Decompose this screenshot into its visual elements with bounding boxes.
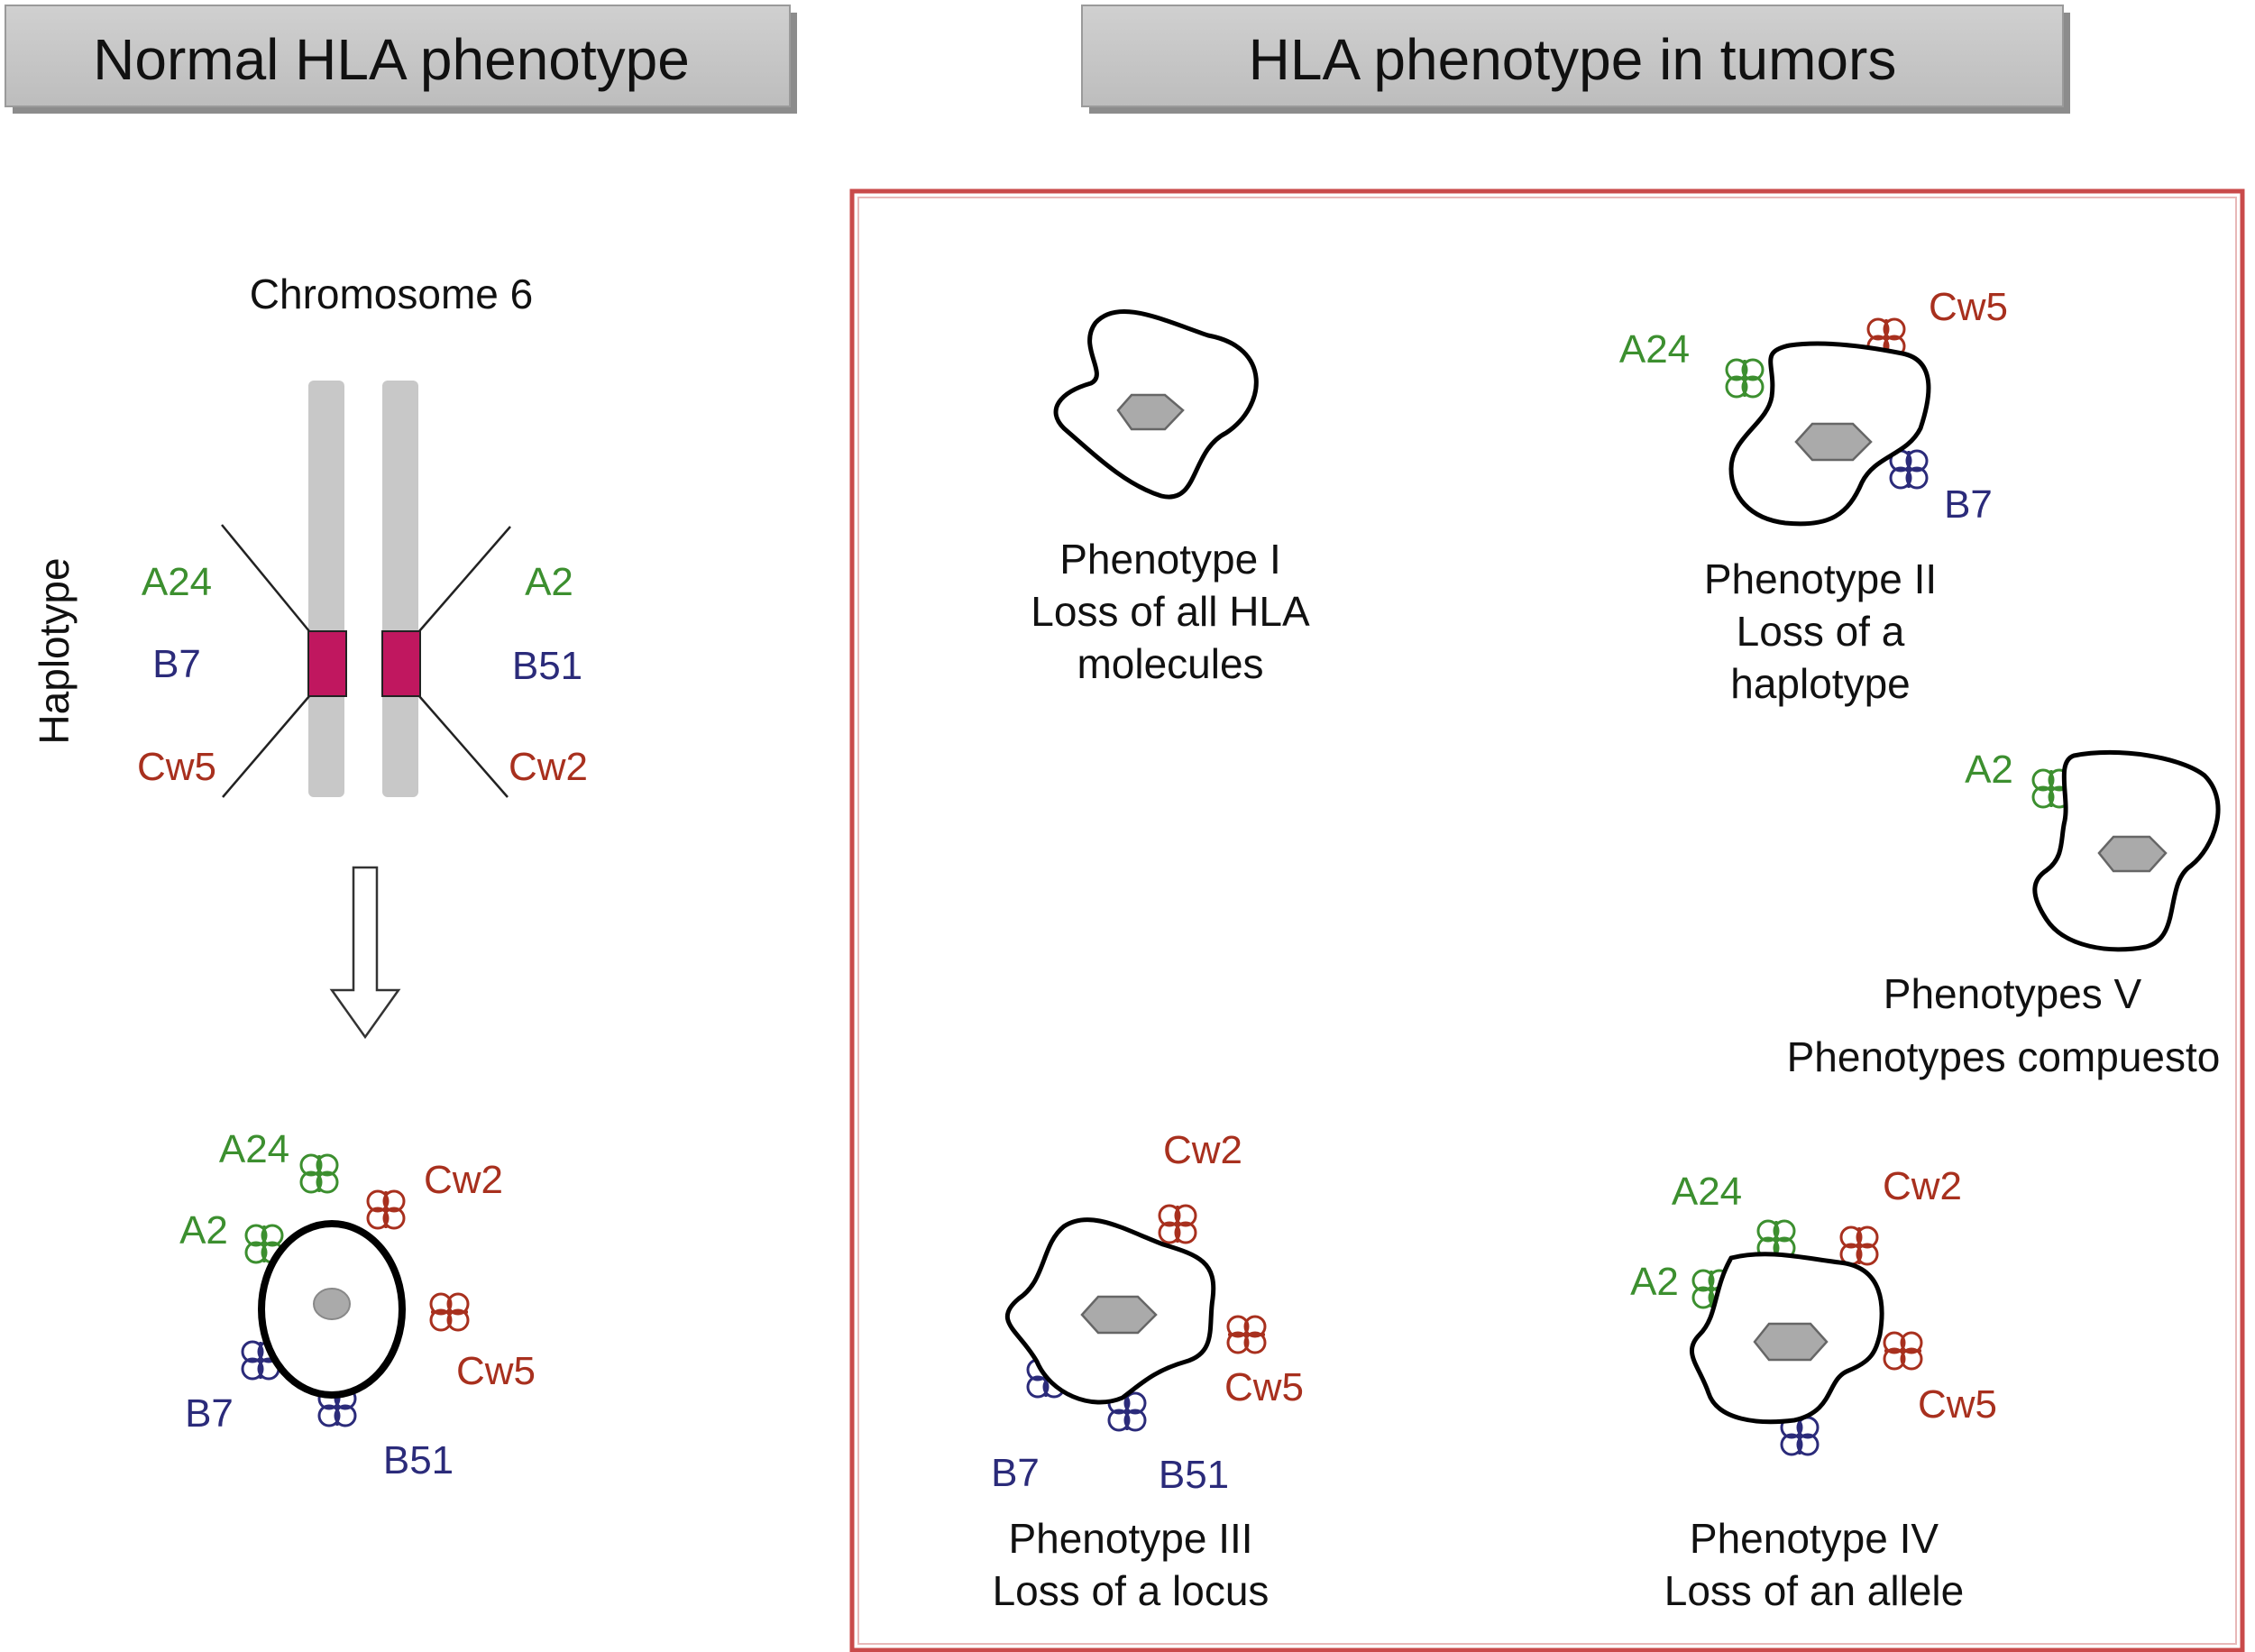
phenotype-1-title: Phenotype I [1059,536,1281,583]
allele-cw2: Cw2 [509,745,588,789]
normal-header: Normal HLA phenotype [5,5,797,114]
phenotype-5-desc: Phenotypes compuesto [1787,1033,2221,1080]
hla-molecule-icon [1725,358,1765,399]
tumor-phenotype-panel: HLA phenotype in tumors Phenotype I Loss… [849,5,2245,1652]
hla-molecule-icon [429,1292,470,1332]
p2-label-cw5: Cw5 [1929,285,2008,329]
phenotype-1-desc: Loss of all HLA [1031,588,1310,635]
cell-nucleus [313,1288,351,1320]
chromosome-title: Chromosome 6 [250,271,533,317]
zoom-line [222,695,310,798]
p3-label-cw5: Cw5 [1224,1365,1304,1409]
p4-label-a2: A2 [1630,1260,1679,1304]
phenotype-4-cell [1689,1219,1923,1456]
hla-molecule-icon [1889,449,1929,490]
phenotype-3-desc: Loss of a locus [993,1567,1270,1614]
tumor-header-title: HLA phenotype in tumors [1249,27,1897,92]
p2-label-b7: B7 [1944,482,1993,527]
hla-molecule-icon [1158,1204,1197,1244]
normal-cell [241,1153,470,1427]
down-arrow-icon [329,866,401,1040]
phenotype-1-desc2: molecules [1077,640,1263,687]
chromosome-right [382,381,418,797]
allele-cw5: Cw5 [137,745,216,789]
p4-label-cw2: Cw2 [1883,1164,1962,1208]
allele-a24: A24 [142,560,212,604]
phenotype-4-desc: Loss of an allele [1664,1567,1964,1614]
cell-label-a24: A24 [219,1127,289,1171]
zoom-line [418,695,509,798]
p4-label-a24: A24 [1672,1170,1742,1214]
phenotype-2-cell [1725,317,1931,527]
phenotype-5-cell [2031,749,2221,952]
phenotype-4-title: Phenotype IV [1690,1515,1939,1562]
cell-label-b51: B51 [383,1438,454,1482]
phenotype-1-cell [1053,308,1259,500]
tumor-header: HLA phenotype in tumors [1081,5,2070,114]
cell-label-a2: A2 [179,1208,228,1253]
phenotype-3-cell [1004,1204,1267,1432]
p3-label-b51: B51 [1159,1453,1229,1497]
chromosome-pair [221,381,511,798]
tumor-frame [849,188,2245,1652]
haplotype-label: Haplotype [31,557,78,744]
phenotype-3-title: Phenotype III [1008,1515,1252,1562]
normal-phenotype-panel: Normal HLA phenotype Chromosome 6 Haplot… [5,5,797,1482]
cell-label-cw5: Cw5 [456,1349,536,1393]
hla-molecule-icon [1226,1315,1267,1354]
allele-b7: B7 [152,642,201,686]
cell-label-cw2: Cw2 [424,1158,503,1202]
allele-b51: B51 [512,644,582,688]
zoom-line [418,526,511,632]
hla-molecule-icon [366,1189,406,1230]
p2-label-a24: A24 [1619,327,1690,372]
p5-label-a2: A2 [1965,748,2013,792]
zoom-line [221,524,310,632]
hla-band-right [381,630,421,697]
p3-label-cw2: Cw2 [1163,1128,1242,1172]
hla-molecule-icon [299,1153,339,1194]
phenotype-2-title: Phenotype II [1704,555,1937,602]
hla-molecule-icon [1839,1225,1879,1266]
phenotype-5-title: Phenotypes V [1884,970,2142,1017]
cell-label-b7: B7 [185,1391,234,1436]
phenotype-2-desc2: haplotype [1730,660,1911,707]
allele-a2: A2 [525,560,573,604]
hla-molecule-icon [1883,1331,1923,1371]
p4-label-cw5: Cw5 [1918,1382,1997,1427]
hla-band-left [307,630,347,697]
normal-header-title: Normal HLA phenotype [93,27,690,92]
p3-label-b7: B7 [991,1451,1040,1495]
phenotype-2-desc: Loss of a [1737,608,1905,655]
chromosome-left [308,381,344,797]
